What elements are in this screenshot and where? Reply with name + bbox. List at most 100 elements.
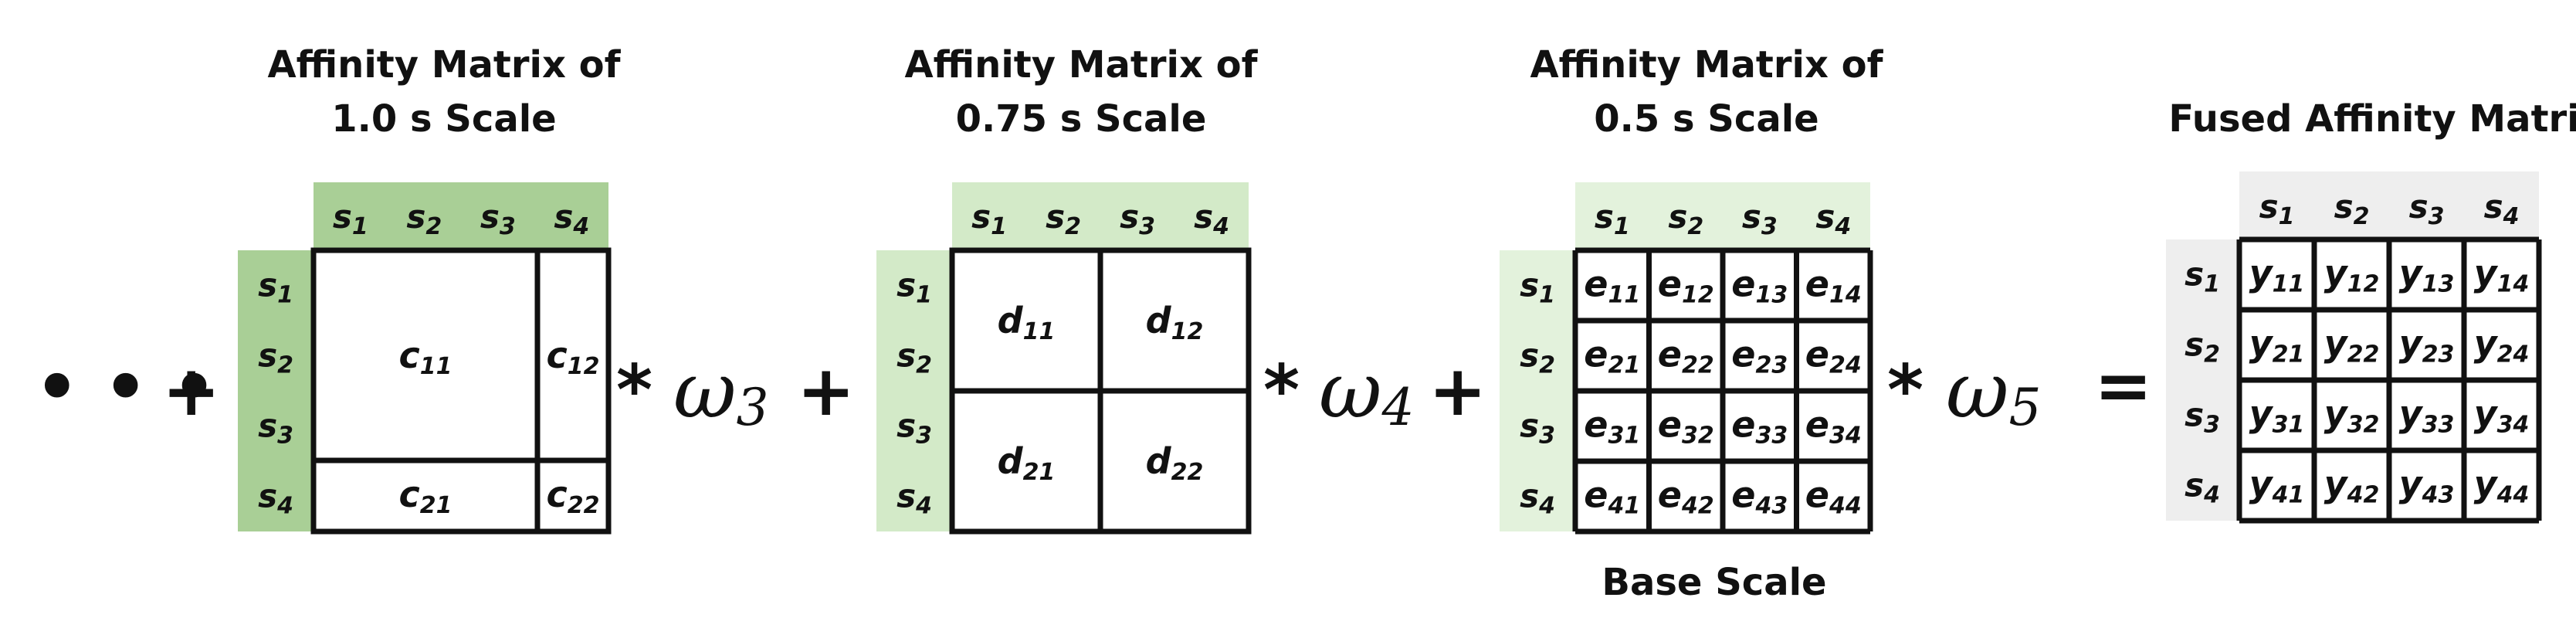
matrix-2-title-line-2: 0.75 s Scale — [956, 97, 1207, 141]
column-label-s4: s4 — [1194, 198, 1229, 240]
matrix-2-blocks: d11 d12 d21 d22 — [998, 300, 1204, 486]
matrix-1-column-header — [314, 182, 608, 250]
matrix-3-cell-e33: e33 — [1731, 404, 1788, 450]
fused-matrix-cell-y12: y12 — [2324, 253, 2380, 298]
fused-matrix-column-header — [2239, 171, 2539, 239]
row-label-s2: s2 — [258, 337, 293, 379]
row-label-s3: s3 — [897, 407, 932, 450]
column-label-s4: s4 — [1815, 198, 1851, 240]
row-label-s4: s4 — [1520, 477, 1555, 520]
column-label-s1: s1 — [333, 198, 368, 240]
row-label-s2: s2 — [1520, 337, 1555, 379]
column-label-s2: s2 — [1668, 198, 1703, 240]
column-label-s2: s2 — [406, 198, 442, 240]
fused-matrix-cell-y32: y32 — [2324, 393, 2380, 439]
fused-matrix-cell-y23: y23 — [2399, 323, 2455, 368]
fused-matrix-row-header — [2166, 239, 2239, 521]
base-scale-label: Base Scale — [1602, 561, 1826, 604]
plus-operator-0: + — [162, 351, 220, 432]
column-label-s1: s1 — [2259, 188, 2295, 230]
matrix-3-cell-e43: e43 — [1731, 474, 1788, 520]
matrix-1-title-line-2: 1.0 s Scale — [331, 97, 556, 141]
equals-operator: = — [2094, 345, 2152, 426]
matrix-3-cell-e23: e23 — [1731, 334, 1788, 379]
ellipsis: • • • — [35, 347, 216, 428]
matrix-2-column-header — [952, 182, 1249, 250]
matrix-3-cell-e34: e34 — [1805, 404, 1862, 450]
matrix-2-block-d12: d12 — [1146, 300, 1204, 345]
column-label-s3: s3 — [1120, 198, 1155, 240]
matrix-1-column-labels: s1 s2 s3 s4 — [333, 198, 589, 240]
fused-matrix-cell-y43: y43 — [2399, 464, 2455, 509]
row-label-s2: s2 — [2185, 326, 2220, 368]
fused-matrix-cell-y33: y33 — [2399, 393, 2455, 439]
fused-matrix-cell-y24: y24 — [2474, 323, 2530, 368]
fused-matrix-cell-y41: y41 — [2249, 464, 2305, 509]
matrix-2-block-d21: d21 — [998, 440, 1056, 486]
matrix-3-cell-e42: e42 — [1658, 474, 1714, 520]
matrix-3-grid — [1572, 247, 1873, 535]
fused-matrix-cell-y34: y34 — [2474, 393, 2530, 439]
row-label-s1: s1 — [258, 267, 293, 309]
column-label-s2: s2 — [1046, 198, 1081, 240]
matrix-3-title-line-1: Affinity Matrix of — [1530, 43, 1883, 87]
weight-omega-3: ω3 — [673, 345, 769, 437]
matrix-3-cell-e31: e31 — [1584, 404, 1640, 450]
matrix-1-block-c11: c11 — [398, 334, 452, 380]
fused-matrix-cell-y44: y44 — [2474, 464, 2530, 509]
matrix-2-block-d22: d22 — [1146, 440, 1204, 486]
matrix-3-cell-e21: e21 — [1584, 334, 1640, 379]
fused-matrix-cell-y21: y21 — [2249, 323, 2305, 368]
row-label-s2: s2 — [897, 337, 932, 379]
matrix-3-cell-e41: e41 — [1584, 474, 1640, 520]
fused-matrix-cell-y11: y11 — [2249, 253, 2305, 298]
matrix-3-cell-e32: e32 — [1658, 404, 1714, 450]
matrix-1-row-labels: s1 s2 s3 s4 — [258, 267, 293, 520]
multiply-operator-1: * — [616, 350, 652, 431]
matrix-1-title-line-1: Affinity Matrix of — [267, 43, 621, 87]
row-label-s1: s1 — [2185, 256, 2220, 298]
row-label-s4: s4 — [2185, 467, 2220, 509]
row-label-s4: s4 — [258, 477, 293, 520]
multiply-operator-3: * — [1887, 350, 1924, 431]
matrix-3-title-line-2: 0.5 s Scale — [1594, 97, 1818, 141]
column-label-s4: s4 — [2484, 188, 2520, 230]
multiply-operator-2: * — [1263, 350, 1300, 431]
matrix-3-row-header — [1500, 250, 1575, 531]
fused-matrix-title: Fused Affinity Matrix — [2168, 97, 2576, 141]
weight-omega-4: ω4 — [1319, 345, 1415, 437]
fused-matrix-grid — [2236, 236, 2542, 524]
row-label-s1: s1 — [897, 267, 932, 309]
column-label-s1: s1 — [971, 198, 1007, 240]
matrix-1-row-header — [238, 250, 314, 531]
matrix-3-cell-e22: e22 — [1658, 334, 1714, 379]
column-label-s2: s2 — [2334, 188, 2370, 230]
column-label-s4: s4 — [554, 198, 589, 240]
plus-operator-2: + — [1429, 351, 1486, 432]
matrix-3-cell-e13: e13 — [1731, 263, 1788, 309]
fused-matrix-cell-y42: y42 — [2324, 464, 2380, 509]
matrix-2-block-d11: d11 — [998, 300, 1056, 345]
fused-matrix-cell-y13: y13 — [2399, 253, 2455, 298]
matrix-2-column-labels: s1 s2 s3 s4 — [971, 198, 1229, 240]
matrix-1-block-c12: c12 — [546, 334, 599, 380]
matrix-3-cell-e24: e24 — [1805, 334, 1862, 379]
row-label-s1: s1 — [1520, 267, 1555, 309]
matrix-3-cell-e11: e11 — [1584, 263, 1640, 309]
column-label-s3: s3 — [480, 198, 516, 240]
column-label-s3: s3 — [1742, 198, 1778, 240]
matrix-3-column-header — [1575, 182, 1870, 250]
plus-operator-1: + — [797, 351, 855, 432]
row-label-s3: s3 — [258, 407, 293, 450]
matrix-1-border — [310, 247, 612, 535]
